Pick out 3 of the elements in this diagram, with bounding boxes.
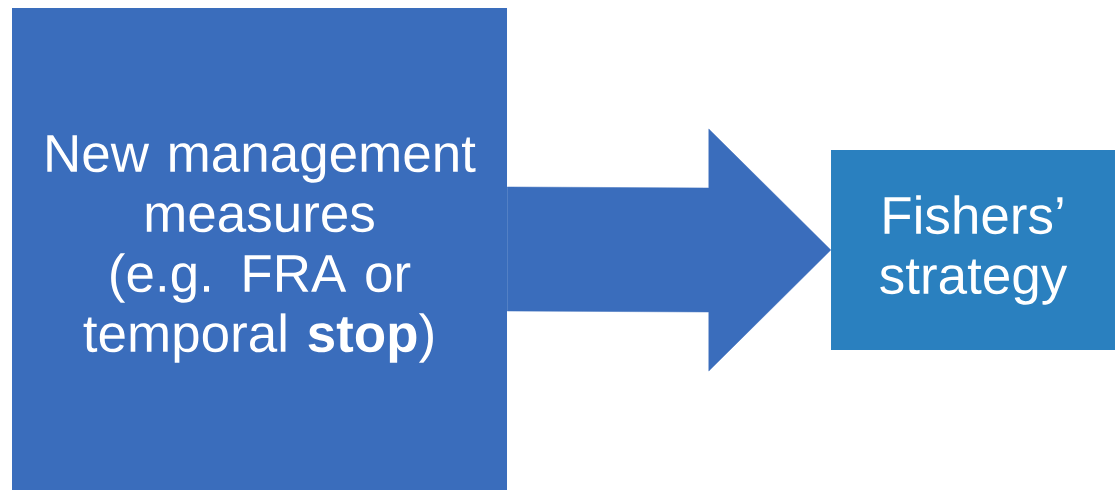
process-box: Fishers’ strategy <box>831 150 1115 350</box>
block-arrow <box>506 128 832 372</box>
process-box: New management measures (e.g. FRA or temporal stop) <box>12 8 507 490</box>
